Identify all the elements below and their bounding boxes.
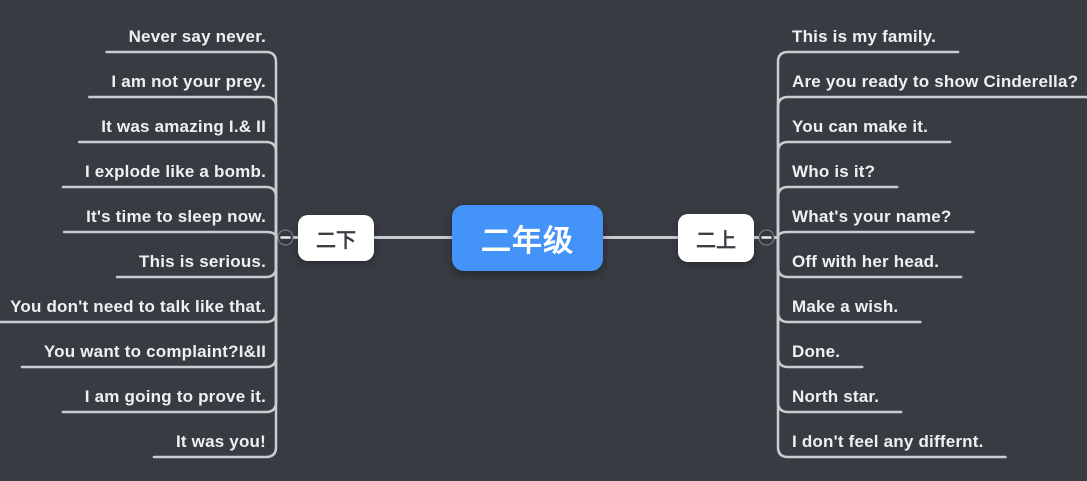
child-topic-right-4[interactable]: Who is it? bbox=[792, 162, 876, 181]
child-topic-left-9[interactable]: I am going to prove it. bbox=[84, 387, 266, 406]
child-topic-left-10[interactable]: It was you! bbox=[175, 432, 266, 451]
child-topic-left-6[interactable]: This is serious. bbox=[139, 252, 266, 271]
branch-topic-left[interactable]: 二下 bbox=[298, 215, 374, 261]
child-connectors bbox=[0, 50, 1087, 459]
child-topic-left-8[interactable]: You want to complaint?I&II bbox=[43, 342, 266, 361]
child-topic-left-4[interactable]: I explode like a bomb. bbox=[84, 162, 266, 181]
child-topic-right-1[interactable]: This is my family. bbox=[792, 27, 937, 46]
connector-path bbox=[105, 50, 278, 239]
child-topic-left-1[interactable]: Never say never. bbox=[128, 27, 266, 46]
child-topic-right-6[interactable]: Off with her head. bbox=[792, 252, 940, 271]
connector-path bbox=[77, 140, 278, 239]
connector-path bbox=[62, 230, 278, 239]
child-topic-right-8[interactable]: Done. bbox=[792, 342, 841, 361]
child-topic-right-5[interactable]: What's your name? bbox=[792, 207, 952, 226]
connector-path bbox=[61, 185, 278, 239]
child-topic-right-7[interactable]: Make a wish. bbox=[792, 297, 899, 316]
child-topic-left-3[interactable]: It was amazing I.& II bbox=[101, 117, 266, 136]
connector-path bbox=[776, 140, 952, 239]
central-topic[interactable]: 二年级 bbox=[452, 205, 603, 271]
branch-topic-right[interactable]: 二上 bbox=[678, 214, 754, 262]
connector-path bbox=[88, 95, 278, 239]
child-topic-right-9[interactable]: North star. bbox=[792, 387, 880, 406]
connector-path bbox=[152, 236, 278, 459]
child-topic-left-7[interactable]: You don't need to talk like that. bbox=[10, 297, 266, 316]
collapse-button-minus-icon[interactable] bbox=[758, 229, 775, 246]
connector-path bbox=[776, 185, 899, 239]
child-topic-left-5[interactable]: It's time to sleep now. bbox=[86, 207, 266, 226]
connector-path bbox=[776, 236, 1007, 459]
connector-path bbox=[776, 95, 1087, 239]
child-topic-left-2[interactable]: I am not your prey. bbox=[111, 72, 266, 91]
connector-path bbox=[776, 50, 960, 239]
connector-path bbox=[776, 230, 975, 239]
child-topic-right-2[interactable]: Are you ready to show Cinderella? bbox=[792, 72, 1079, 91]
child-topic-right-3[interactable]: You can make it. bbox=[792, 117, 929, 136]
collapse-button-minus-icon[interactable] bbox=[277, 229, 294, 246]
child-topic-right-10[interactable]: I don't feel any differnt. bbox=[792, 432, 984, 451]
